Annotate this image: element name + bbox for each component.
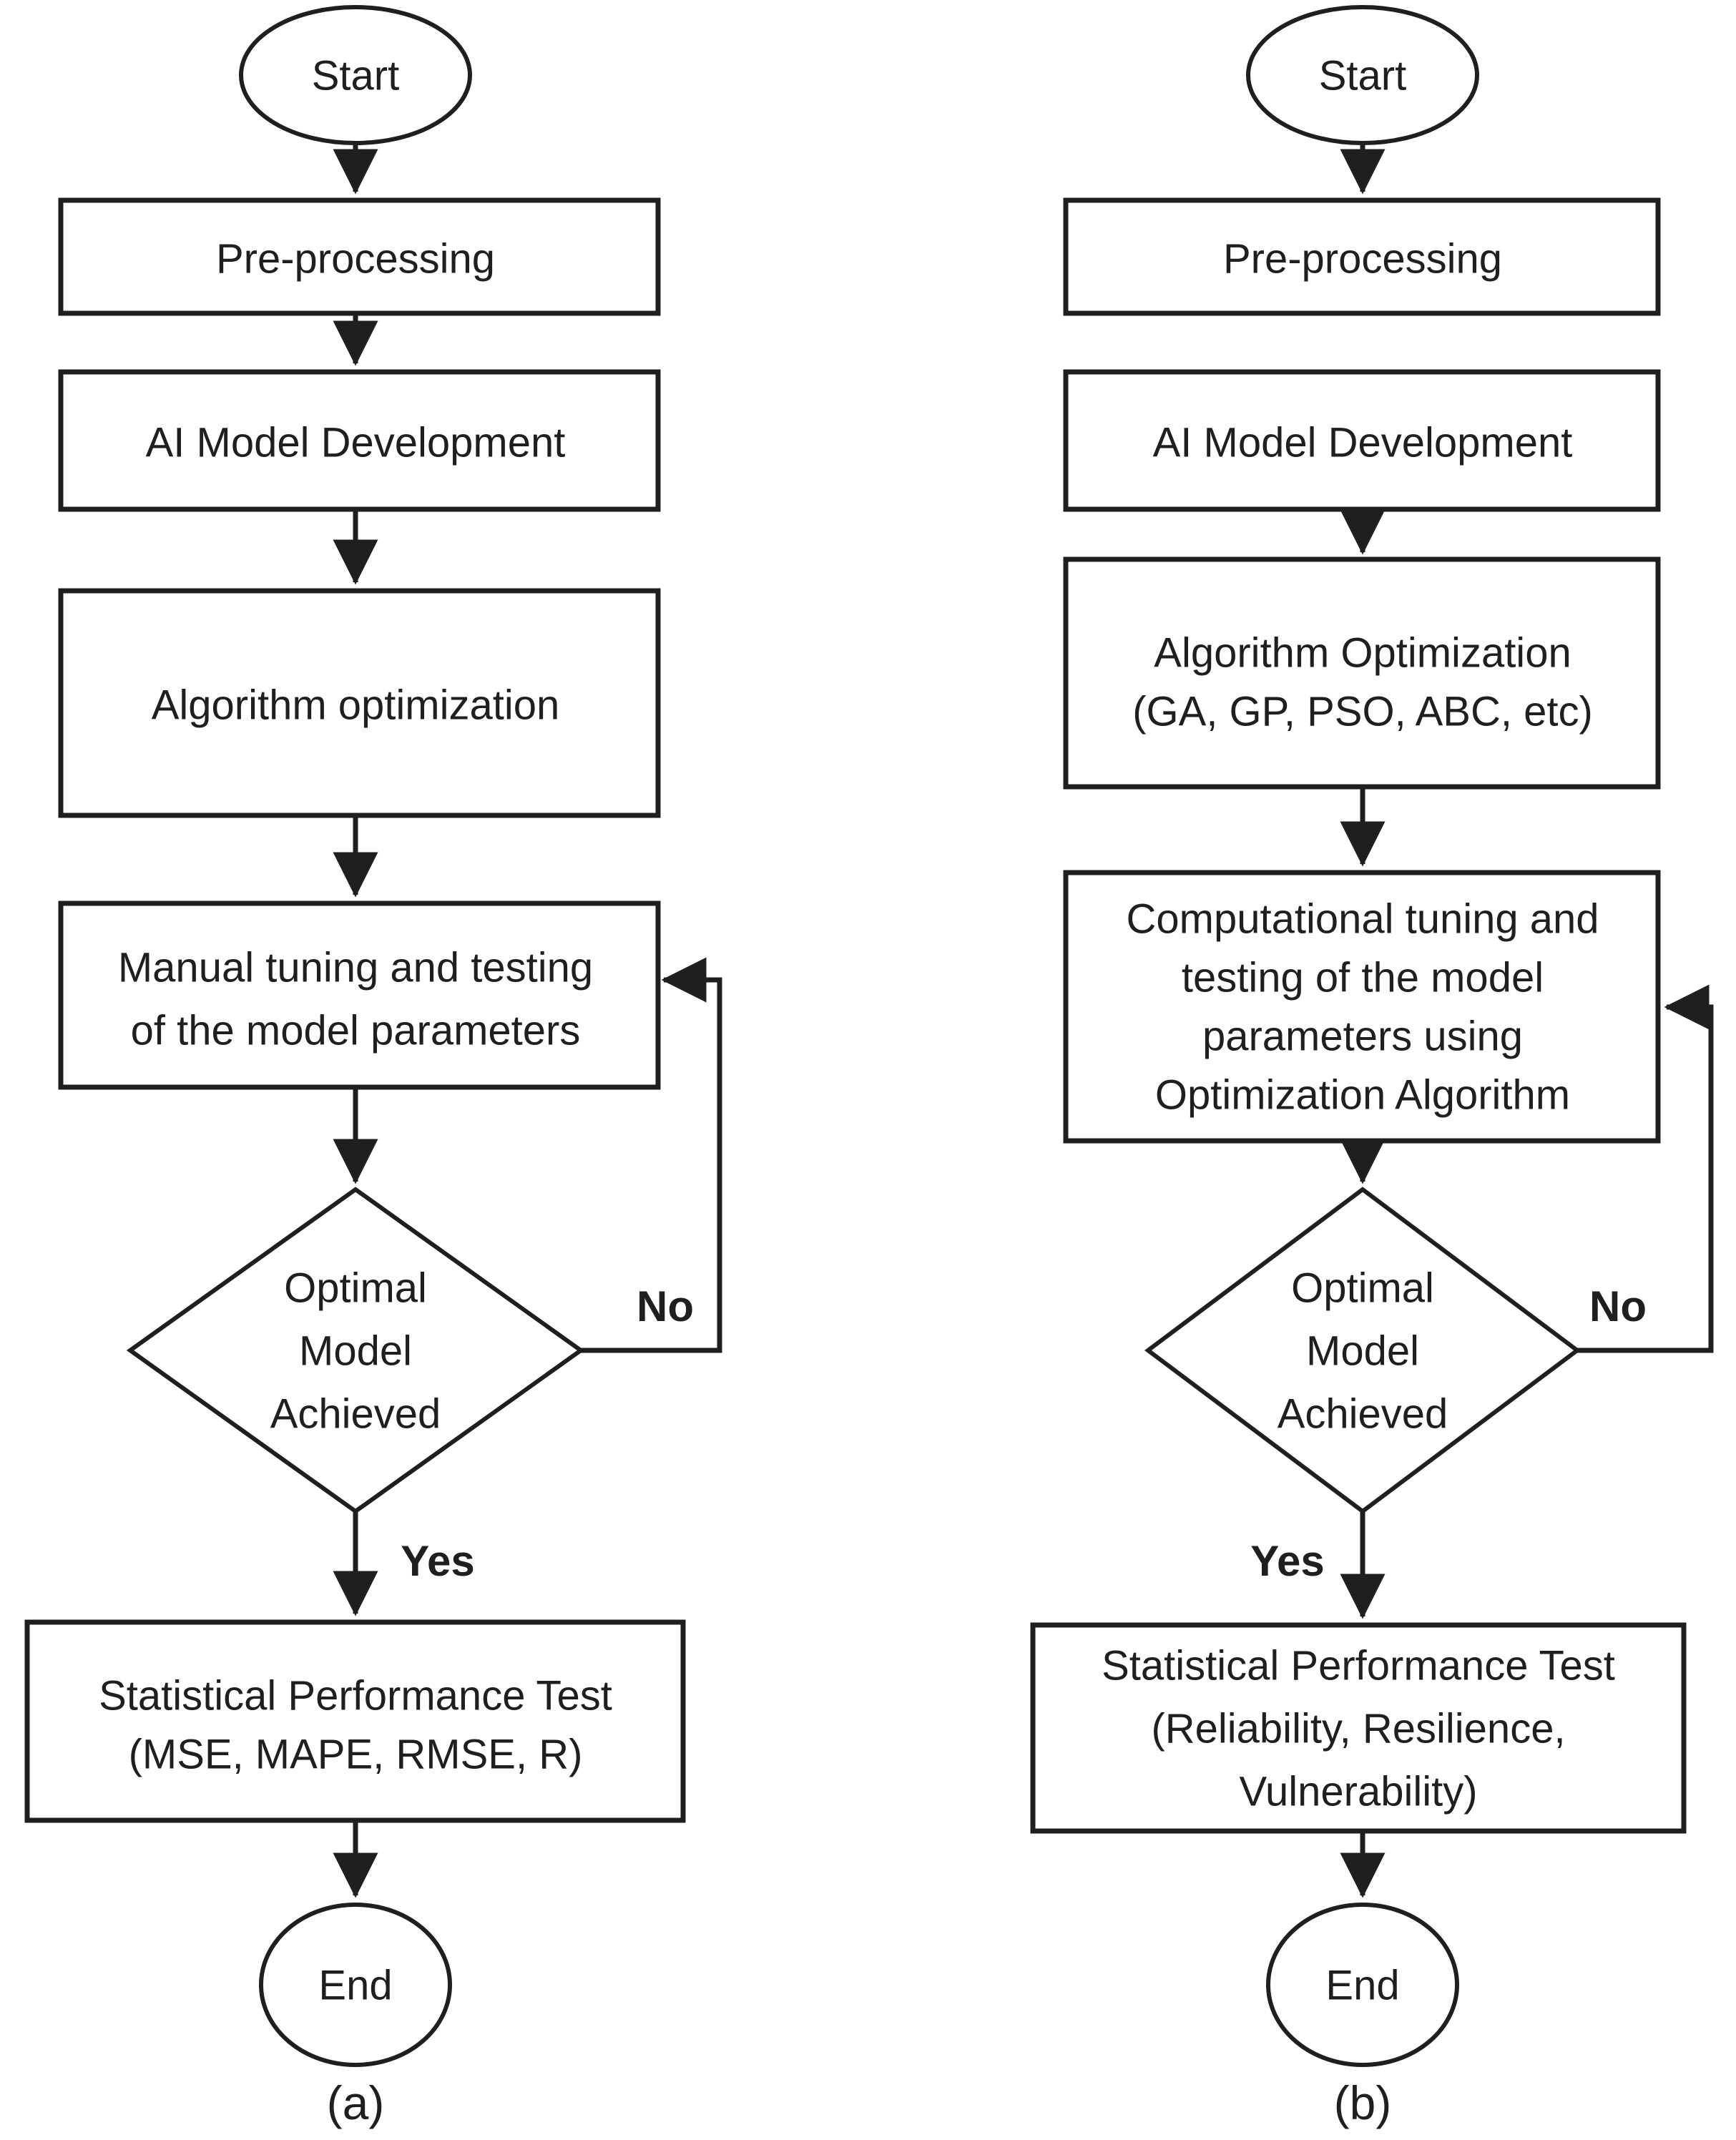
algorithm-step-label: Algorithm optimization (152, 682, 560, 728)
ai-model-step-label: AI Model Development (146, 419, 566, 466)
computational-tuning-label-line2: testing of the model (1182, 954, 1544, 1001)
stat-test-label-line1: Statistical Performance Test (99, 1672, 612, 1719)
yes-branch-label: Yes (1250, 1537, 1324, 1585)
computational-tuning-step-shape (1063, 870, 1661, 1144)
flowchart-b: Start Pre-processing AI Model Developmen… (1030, 5, 1714, 2129)
algorithm-step-shape (58, 588, 661, 818)
preprocessing-step-label: Pre-processing (1223, 235, 1502, 282)
end-terminator-shape (1266, 1903, 1459, 2067)
algorithm-optimization-step-shape (1063, 556, 1661, 790)
computational-tuning-label-line1: Computational tuning and (1126, 895, 1599, 942)
no-loop-edge (1577, 984, 1714, 1353)
ai-model-step-shape (1063, 369, 1661, 512)
ai-model-step-shape (58, 369, 661, 512)
preprocessing-step-label: Pre-processing (216, 235, 495, 282)
ai-model-step-label: AI Model Development (1153, 419, 1573, 466)
decision-label-line1: Optimal (284, 1265, 427, 1311)
no-branch-label: No (637, 1282, 694, 1330)
decision-label-line2: Model (299, 1327, 412, 1374)
manual-tuning-step-label-line2: of the model parameters (131, 1007, 581, 1054)
algorithm-optimization-label-line1: Algorithm Optimization (1154, 629, 1571, 676)
end-terminator-label: End (1325, 1962, 1399, 2008)
caption-a: (a) (327, 2076, 385, 2129)
stat-test-label-line3: Vulnerability) (1239, 1768, 1477, 1815)
end-terminator-label: End (318, 1962, 392, 2008)
manual-tuning-step-shape (58, 900, 661, 1090)
decision-label-line2: Model (1306, 1327, 1419, 1374)
computational-tuning-label-line3: parameters using (1202, 1013, 1523, 1059)
yes-branch-label: Yes (401, 1537, 474, 1585)
stat-test-label-line1: Statistical Performance Test (1102, 1642, 1615, 1689)
stat-test-step-shape (24, 1619, 686, 1823)
preprocessing-step-shape (1063, 197, 1661, 316)
decision-label-line3: Achieved (1278, 1390, 1448, 1437)
stat-test-label-line2: (Reliability, Resilience, (1151, 1705, 1565, 1752)
manual-tuning-step-label-line1: Manual tuning and testing (118, 944, 593, 991)
algorithm-optimization-label-line2: (GA, GP, PSO, ABC, etc) (1132, 688, 1593, 735)
end-terminator-shape (259, 1903, 452, 2067)
no-loop-edge (581, 957, 722, 1353)
decision-label-line3: Achieved (270, 1390, 441, 1437)
start-terminator-label: Start (1319, 52, 1407, 99)
computational-tuning-label-line4: Optimization Algorithm (1155, 1071, 1570, 1118)
no-branch-label: No (1589, 1282, 1647, 1330)
decision-label-line1: Optimal (1291, 1265, 1434, 1311)
caption-b: (b) (1334, 2076, 1392, 2129)
flowchart-a: Start Pre-processing AI Model Developmen… (24, 5, 722, 2129)
stat-test-step-shape (1030, 1622, 1687, 1834)
stat-test-label-line2: (MSE, MAPE, RMSE, R) (129, 1731, 583, 1777)
preprocessing-step-shape (58, 197, 661, 316)
start-terminator-label: Start (312, 52, 400, 99)
